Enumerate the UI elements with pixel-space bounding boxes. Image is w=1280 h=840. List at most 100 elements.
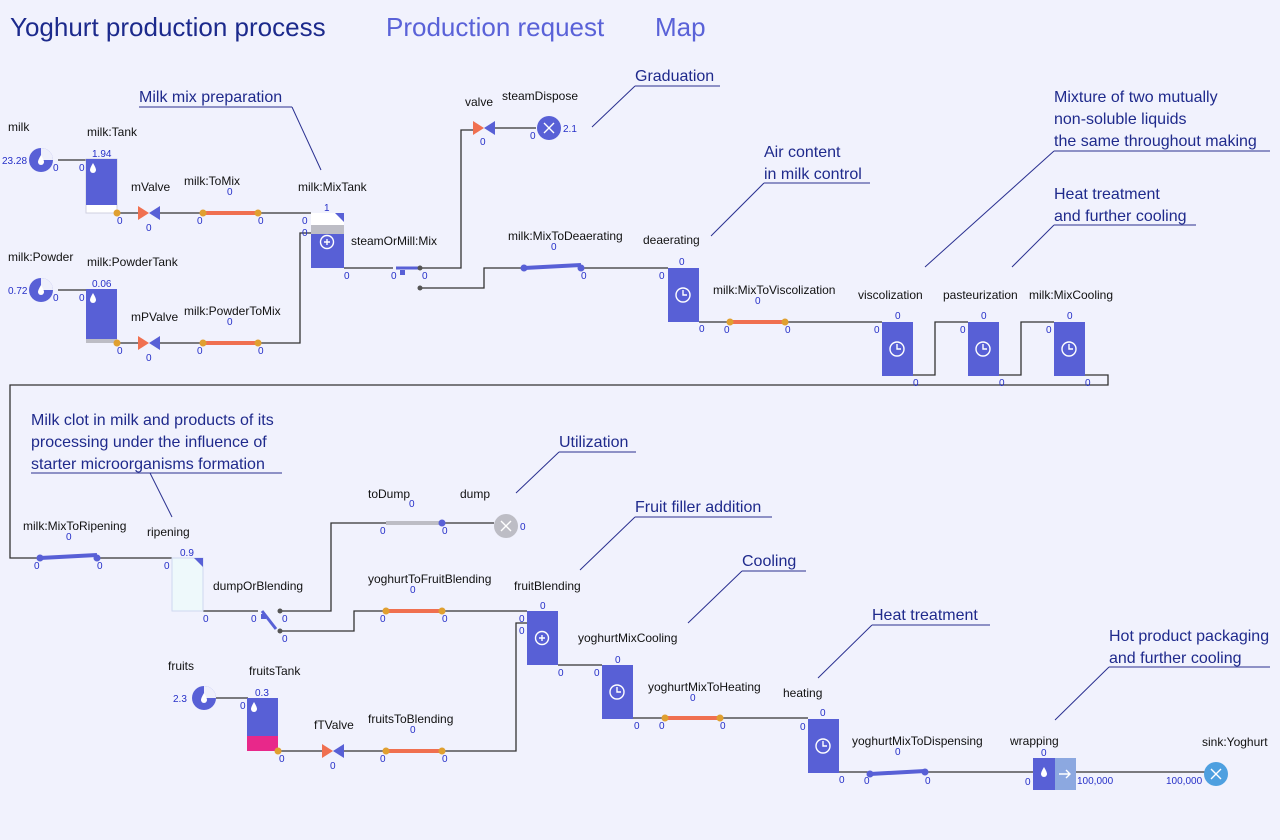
svg-text:0: 0 <box>520 522 526 533</box>
conveyor-milk-powder-to-mix[interactable]: milk:PowderToMix 0 0 0 <box>184 304 281 357</box>
tab-map[interactable]: Map <box>655 12 706 42</box>
tank-milk[interactable]: milk:Tank 1.94 0 0 <box>79 125 138 227</box>
page-title: Yoghurt production process <box>10 12 326 42</box>
conveyor-fruits-to-blending[interactable]: fruitsToBlending 0 0 0 <box>368 712 453 765</box>
valve-mvalve[interactable]: mValve 0 <box>131 180 170 234</box>
svg-text:Hot product packaging: Hot product packaging <box>1109 628 1269 645</box>
delay-yoghurt-mix-cooling[interactable]: yoghurtMixCooling 0 0 0 <box>578 631 677 732</box>
svg-text:0: 0 <box>330 761 336 772</box>
conveyor-to-dump[interactable]: toDump 0 0 0 <box>368 487 448 537</box>
clock-icon <box>815 738 831 754</box>
svg-text:0: 0 <box>197 216 203 227</box>
source-milk[interactable]: milk 23.28 0 <box>2 120 59 174</box>
sink-yoghurt[interactable]: sink:Yoghurt 100,000 <box>1166 735 1268 787</box>
svg-text:0: 0 <box>302 216 308 227</box>
svg-text:100,000: 100,000 <box>1166 776 1203 787</box>
svg-text:0.3: 0.3 <box>255 688 269 699</box>
svg-text:Milk clot in milk and products: Milk clot in milk and products of its <box>31 412 274 429</box>
svg-text:and further cooling: and further cooling <box>1054 208 1187 225</box>
svg-text:1.94: 1.94 <box>92 149 112 160</box>
conveyor-milk-mix-to-ripening[interactable]: milk:MixToRipening 0 0 0 <box>23 519 126 572</box>
svg-text:0: 0 <box>659 721 665 732</box>
svg-text:0: 0 <box>690 693 696 704</box>
svg-text:0: 0 <box>442 614 448 625</box>
svg-text:heating: heating <box>783 686 822 700</box>
tank-milk-powder[interactable]: milk:PowderTank 0.06 0 0 <box>79 255 179 357</box>
svg-text:0: 0 <box>594 668 600 679</box>
valve-mpvalve[interactable]: mPValve 0 <box>131 310 178 364</box>
conveyor-milk-mix-to-deaerating[interactable]: milk:MixToDeaerating 0 0 <box>508 229 623 282</box>
delay-heating[interactable]: heating 0 0 0 <box>783 686 845 786</box>
svg-text:and further cooling: and further cooling <box>1109 650 1242 667</box>
svg-text:0: 0 <box>1041 748 1047 759</box>
tank-milk-mix[interactable]: milk:MixTank 1 0 0 <box>298 180 368 268</box>
header: Yoghurt production process Production re… <box>0 0 1280 60</box>
tank-ripening[interactable]: ripening 0.9 0 0 <box>147 525 209 625</box>
svg-text:0: 0 <box>895 747 901 758</box>
sink-steam-dispose[interactable]: steamDispose 2.1 0 <box>502 89 578 142</box>
svg-text:0.9: 0.9 <box>180 548 194 559</box>
svg-text:Mixture of two mutually: Mixture of two mutually <box>1054 89 1218 106</box>
drop-icon <box>38 155 44 165</box>
delay-milk-mix-cooling[interactable]: milk:MixCooling 0 0 0 <box>1029 288 1113 389</box>
svg-text:milk:MixToDeaerating: milk:MixToDeaerating <box>508 229 623 243</box>
svg-text:0: 0 <box>519 626 525 637</box>
source-fruits[interactable]: fruits 2.3 <box>168 659 216 710</box>
svg-text:0: 0 <box>659 271 665 282</box>
sink-dump[interactable]: dump 0 <box>460 487 526 538</box>
svg-text:milk:MixToViscolization: milk:MixToViscolization <box>713 283 835 297</box>
valve-steam[interactable]: valve 0 <box>465 95 495 148</box>
valve-ftvalve[interactable]: fTValve 0 <box>314 718 354 772</box>
annotation-heat-treatment-cooling: Heat treatment and further cooling <box>1011 186 1196 268</box>
clock-icon <box>975 341 991 357</box>
conveyor-milk-to-mix[interactable]: milk:ToMix 0 0 0 <box>184 174 264 227</box>
svg-text:milk:MixToRipening: milk:MixToRipening <box>23 519 126 533</box>
svg-text:0: 0 <box>240 701 246 712</box>
delay-viscolization[interactable]: viscolization 0 0 0 <box>858 288 923 389</box>
svg-text:Heat treatment: Heat treatment <box>872 607 978 624</box>
svg-text:dump: dump <box>460 487 490 501</box>
svg-text:0: 0 <box>380 754 386 765</box>
svg-text:valve: valve <box>465 95 493 109</box>
svg-text:0: 0 <box>282 634 288 645</box>
conveyor-milk-mix-to-viscolization[interactable]: milk:MixToViscolization 0 0 0 <box>713 283 835 336</box>
svg-text:0: 0 <box>442 526 448 537</box>
svg-text:milk:MixTank: milk:MixTank <box>298 180 368 194</box>
svg-text:0: 0 <box>302 228 308 239</box>
plus-icon <box>324 239 330 245</box>
svg-text:in milk control: in milk control <box>764 166 862 183</box>
conveyor-yoghurt-mix-to-heating[interactable]: yoghurtMixToHeating 0 0 0 <box>648 680 761 732</box>
svg-text:Utilization: Utilization <box>559 434 628 451</box>
svg-text:0: 0 <box>258 216 264 227</box>
annotation-fruit-filler: Fruit filler addition <box>579 499 772 571</box>
annotation-heat-treatment: Heat treatment <box>817 607 990 679</box>
tank-fruits[interactable]: fruitsTank 0.3 0 0 <box>240 664 301 765</box>
svg-text:0: 0 <box>410 725 416 736</box>
delay-pasteurization[interactable]: pasteurization 0 0 0 <box>943 288 1018 389</box>
arrow-right-icon <box>1059 769 1071 779</box>
svg-text:milk: milk <box>8 120 30 134</box>
svg-text:0.06: 0.06 <box>92 279 112 290</box>
source-milk-powder[interactable]: milk:Powder 0.72 0 <box>8 250 73 304</box>
selector-steam-or-mill[interactable]: steamOrMill:Mix 0 0 0 <box>344 234 437 291</box>
svg-text:0: 0 <box>839 775 845 786</box>
svg-text:0: 0 <box>164 561 170 572</box>
svg-text:pasteurization: pasteurization <box>943 288 1018 302</box>
svg-text:steamDispose: steamDispose <box>502 89 578 103</box>
svg-text:milk:PowderToMix: milk:PowderToMix <box>184 304 281 318</box>
svg-text:yoghurtMixCooling: yoghurtMixCooling <box>578 631 677 645</box>
conveyor-yoghurt-to-fruit-blending[interactable]: yoghurtToFruitBlending 0 0 0 <box>368 572 491 625</box>
selector-dump-or-blending[interactable]: dumpOrBlending 0 0 0 <box>213 579 303 645</box>
svg-text:fruitsToBlending: fruitsToBlending <box>368 712 453 726</box>
tab-production-request[interactable]: Production request <box>386 12 605 42</box>
svg-text:0: 0 <box>999 378 1005 389</box>
svg-text:fruits: fruits <box>168 659 194 673</box>
drop-icon <box>38 285 44 295</box>
conveyor-yoghurt-mix-to-dispensing[interactable]: yoghurtMixToDispensing 0 0 0 <box>852 734 983 787</box>
svg-text:0: 0 <box>117 216 123 227</box>
svg-text:0: 0 <box>53 293 59 304</box>
delay-deaerating[interactable]: deaerating 0 0 0 <box>643 233 705 335</box>
pack-wrapping[interactable]: wrapping 0 0 100,000 <box>1009 734 1114 790</box>
combine-fruit-blending[interactable]: fruitBlending 0 0 0 0 <box>514 579 581 679</box>
